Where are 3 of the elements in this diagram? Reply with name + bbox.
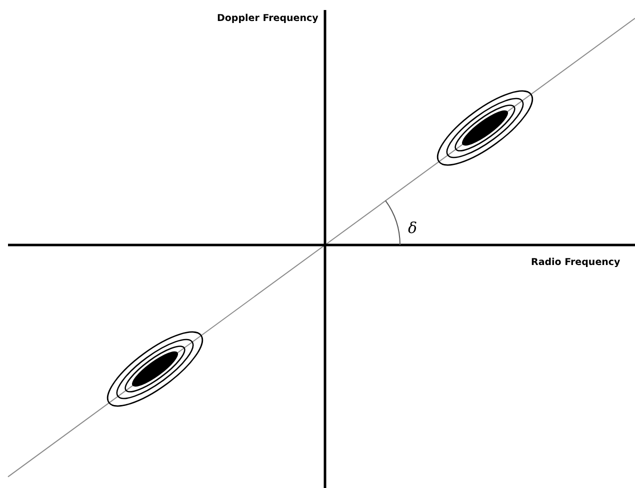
axis-label: Doppler Frequency [217,13,318,24]
axis-label: Radio Frequency [531,257,620,268]
angle-label: δ [408,219,418,237]
